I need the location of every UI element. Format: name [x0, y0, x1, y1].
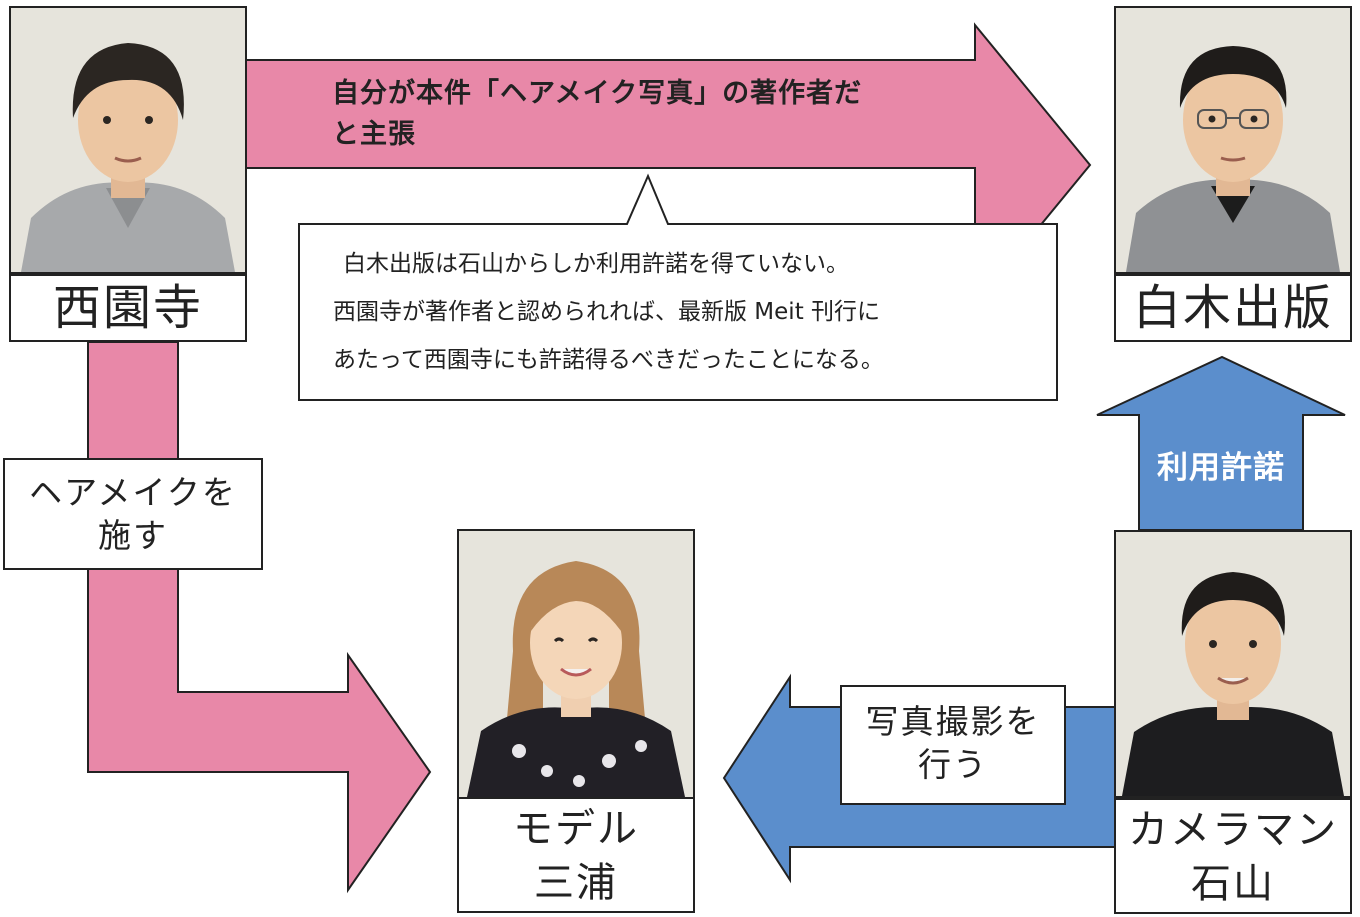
shiraki-name: 白木出版 [1132, 280, 1333, 336]
license-arrow [1096, 355, 1346, 531]
model-role: モデル [513, 806, 639, 852]
ishiyama-role: カメラマン [1128, 807, 1338, 853]
person-portrait-icon [11, 8, 245, 272]
claim-text: 自分が本件「ヘアメイク写真」の著作者だ と主張 [332, 74, 972, 155]
claim-text-line1: 自分が本件「ヘアメイク写真」の著作者だ [332, 78, 863, 109]
note-line2: 西園寺が著作者と認められれば、最新版 Meit 刊行に [333, 299, 881, 325]
note-bubble [298, 173, 1058, 401]
person-portrait-icon [1116, 8, 1350, 272]
note-text: 白木出版は石山からしか利用許諾を得ていない。 西園寺が著作者と認められれば、最新… [333, 240, 1053, 384]
ishiyama-photo [1114, 530, 1352, 798]
shiraki-name-box: 白木出版 [1114, 274, 1352, 342]
photo-label-line1: 写真撮影を [865, 702, 1041, 741]
model-photo [457, 529, 695, 799]
shiraki-photo [1114, 6, 1352, 274]
model-name: 三浦 [534, 860, 618, 906]
person-portrait-icon [1116, 532, 1350, 796]
hair-arrow [87, 341, 432, 894]
license-label: 利用許諾 [1157, 450, 1285, 486]
saionji-photo [9, 6, 247, 274]
hair-label-box: ヘアメイクを 施す [3, 458, 263, 570]
ishiyama-name: 石山 [1191, 861, 1275, 907]
note-line1: 白木出版は石山からしか利用許諾を得ていない。 [343, 251, 849, 277]
person-portrait-icon [459, 531, 693, 797]
note-line3: あたって西園寺にも許諾得るべきだったことになる。 [333, 347, 884, 373]
photo-label-box: 写真撮影を 行う [840, 685, 1066, 805]
hair-label-line1: ヘアメイクを [29, 473, 237, 512]
hair-label-line2: 施す [98, 515, 168, 555]
claim-text-line2: と主張 [332, 118, 416, 150]
photo-label-line2: 行う [918, 744, 988, 784]
model-name-box: モデル 三浦 [457, 797, 695, 913]
saionji-name-box: 西園寺 [9, 274, 247, 342]
ishiyama-name-box: カメラマン 石山 [1114, 798, 1352, 914]
saionji-name: 西園寺 [52, 280, 203, 336]
